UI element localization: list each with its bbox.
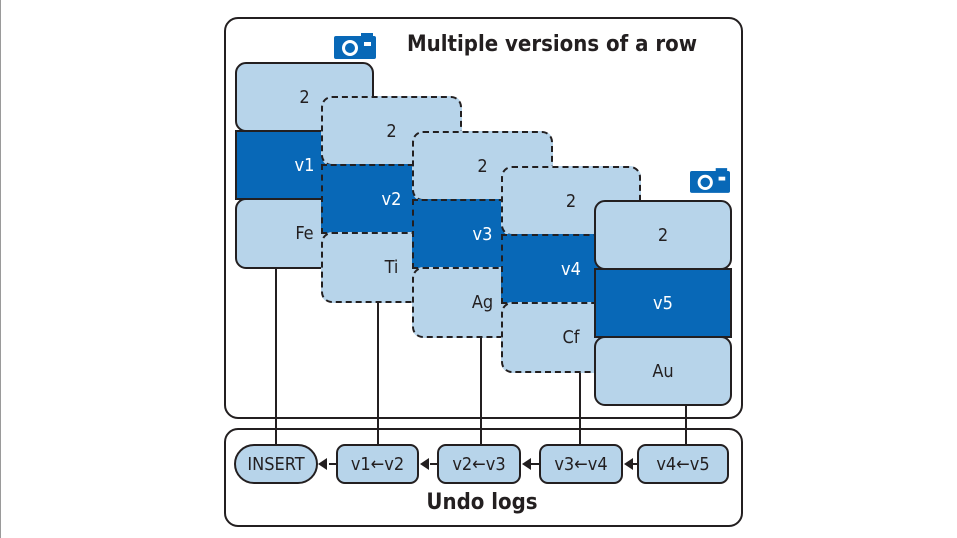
undo-log-v3-v4: v3←v4 (539, 444, 623, 484)
diagram-title: Multiple versions of a row (406, 32, 698, 57)
left-border-line (0, 0, 1, 538)
row-value-cell: Au (594, 336, 732, 406)
undo-log-insert: INSERT (234, 444, 318, 484)
undo-log-v1-v2: v1←v2 (336, 444, 419, 484)
row-version-v3: 2 v3 Ag (412, 131, 553, 338)
camera-icon (334, 33, 376, 59)
undo-logs-title: Undo logs (426, 490, 538, 515)
row-version-v5: 2 v5 Au (594, 200, 732, 406)
row-version-cell: v5 (594, 268, 732, 338)
row-id-cell: 2 (594, 200, 732, 270)
undo-log-v4-v5: v4←v5 (637, 444, 729, 484)
undo-log-v2-v3: v2←v3 (437, 444, 521, 484)
camera-icon (690, 168, 730, 193)
